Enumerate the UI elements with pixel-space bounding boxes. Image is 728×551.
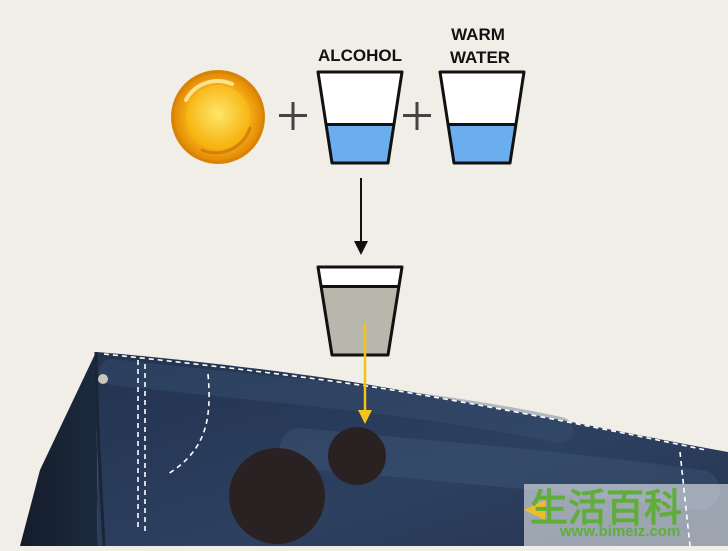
watermark-chinese: 生活百科 (530, 486, 682, 530)
stain-large (229, 448, 325, 544)
plus-icon (279, 102, 307, 130)
glass-icon (438, 70, 526, 165)
plus-icon (403, 102, 431, 130)
pour-arrow-icon (358, 323, 372, 424)
label-alcohol: ALCOHOL (318, 46, 402, 65)
arrow-down-icon (354, 178, 368, 255)
glass-icon (316, 70, 404, 165)
watermark: 生活百科 www.bimeiz.com (524, 484, 728, 546)
watermark-url: www.bimeiz.com (559, 523, 680, 540)
label-warm-water-line2: WATER (450, 48, 510, 67)
label-warm-water-line1: WARM (451, 25, 505, 44)
aspirin-tablet-icon (171, 70, 265, 164)
stain-small (328, 427, 386, 485)
glass-icon (316, 265, 404, 357)
